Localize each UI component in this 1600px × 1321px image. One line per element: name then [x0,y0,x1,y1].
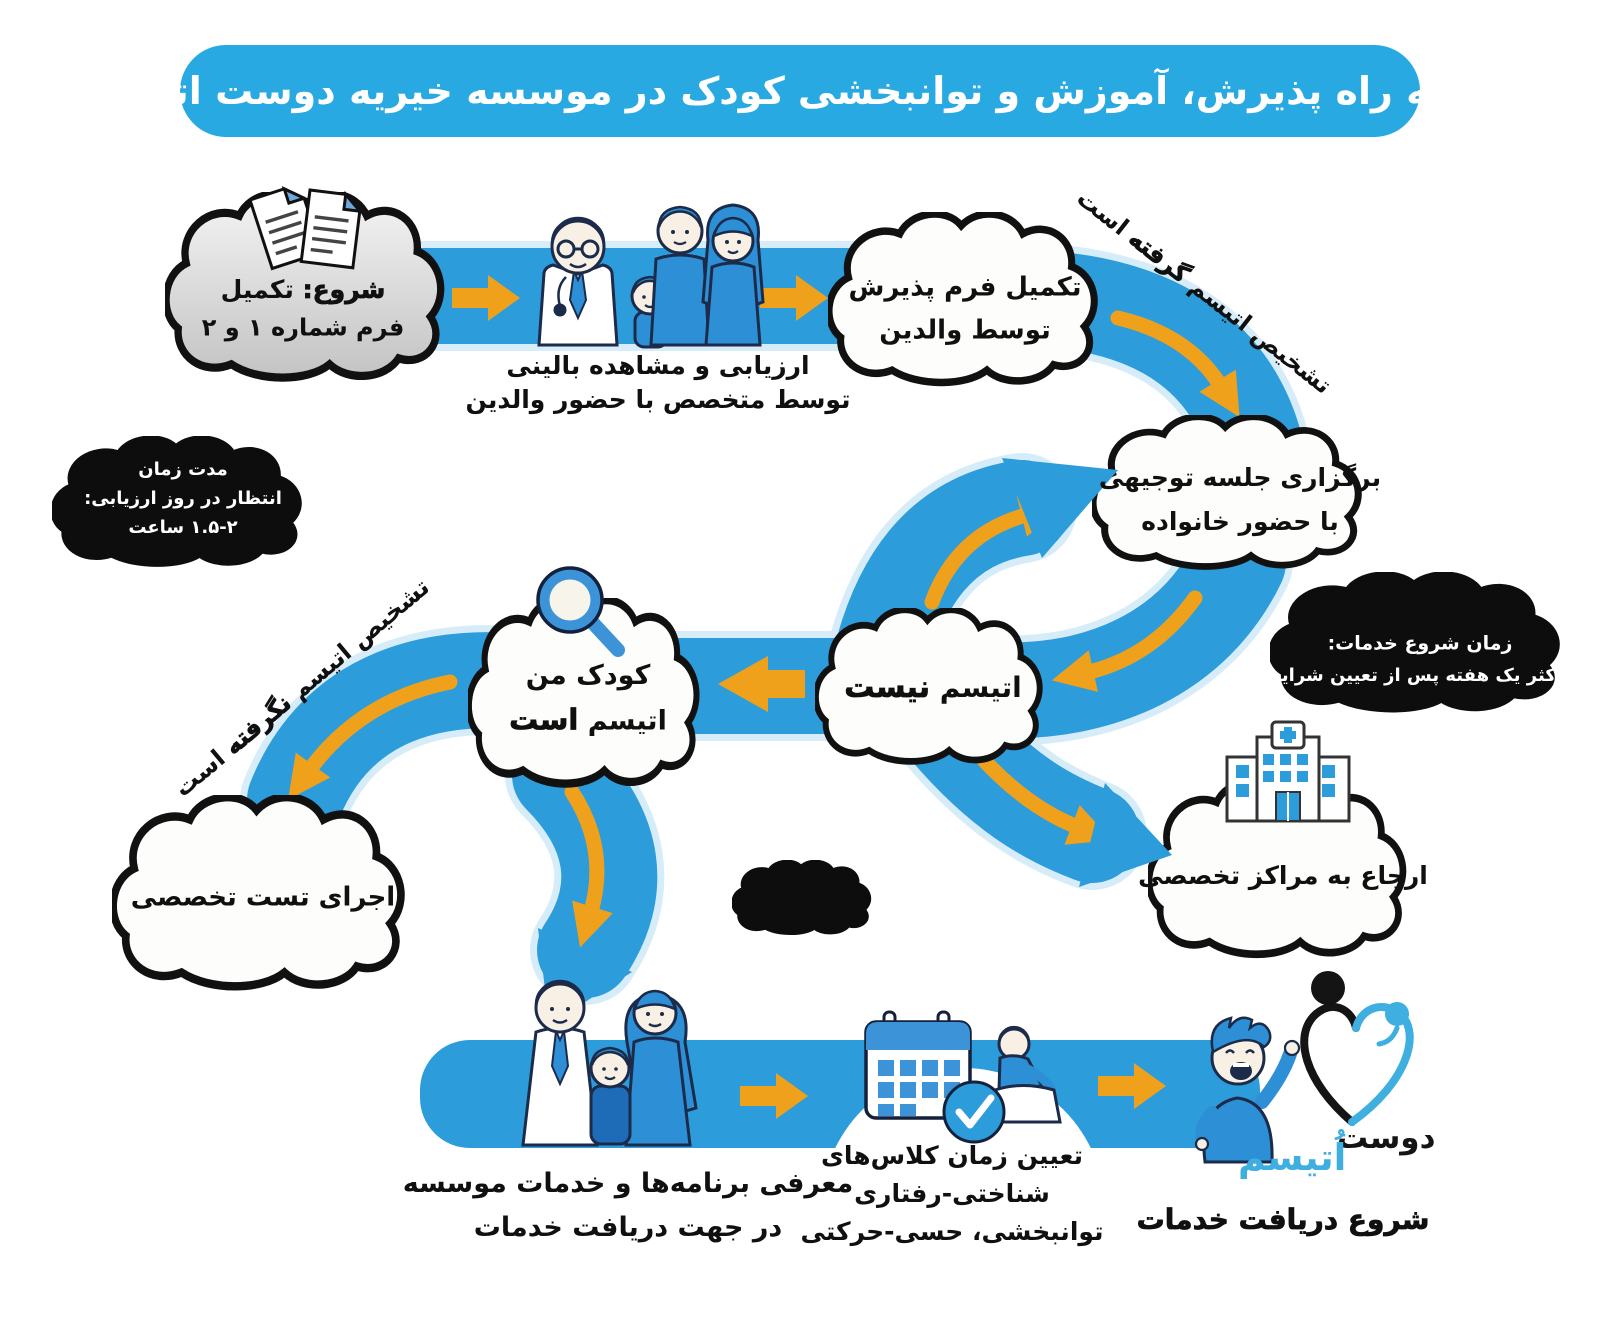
arrow-notautism-to-mychild [718,656,805,712]
road-arrowhead-to-referral [1079,783,1172,887]
not-autism-word: اتیسم [939,671,1022,704]
admission-form-line1: تکمیل فرم پذیرش [848,272,1082,303]
magnifier-icon [536,566,625,657]
intro-services-line2: در جهت دریافت خدمات [473,1211,783,1243]
bottom-band-arch [821,1068,1105,1321]
referral-label: ارجاع به مراکز تخصصی [1138,861,1428,890]
check-icon [942,1080,1006,1144]
brand-name-blue: اُتیسم [1238,1136,1347,1179]
start-services-label: شروع دریافت خدمات [1136,1203,1430,1237]
arrow-intro-to-schedule [740,1073,808,1119]
brand-heart-logo [1300,971,1414,1126]
waving-boy-illustration [1194,1016,1301,1164]
wait-time-line2: انتظار در روز ارزیابی: [84,488,282,510]
class-scheduling-line2: شناختی-رفتاری [854,1179,1050,1208]
clinical-eval-line1: ارزیابی و مشاهده بالینی [506,351,810,380]
my-child-bold: است [509,702,579,737]
arrow-mychild-to-orientation [924,495,1063,610]
documents-icon [248,186,364,271]
clinical-eval-line2: توسط متخصص با حضور والدین [465,385,851,414]
class-scheduling-line1: تعیین زمان کلاس‌های [820,1141,1084,1170]
road-arrowhead-to-orientation [1002,458,1118,558]
therapist-icon [993,1025,1062,1124]
doctor-family-illustration [537,203,765,349]
arrow-schedule-to-start [1098,1063,1166,1109]
my-child-line2: اتیسم است [509,702,667,737]
start-rest: تکمیل [220,275,303,304]
wait-time-line1: مدت زمان [138,459,228,481]
calendar-icon [864,1010,972,1120]
start-cloud-text-line1: شروع: تکمیل [221,275,386,305]
hospital-icon [1225,720,1351,823]
my-child-word: اتیسم [587,705,667,737]
arrow-mychild-to-test [288,674,458,800]
title-banner: نقشه راه پذیرش، آموزش و توانبخشی کودک در… [91,45,1509,137]
arrow-mychild-down [564,784,613,948]
arrow-start-to-eval [452,275,520,321]
intro-services-line1: معرفی برنامه‌ها و خدمات موسسه [402,1167,854,1199]
decorative-cloud-icon [732,860,872,936]
my-child-line1: کودک من [525,659,651,691]
bottom-family-illustration [521,979,698,1147]
start-cloud-text-line2: فرم شماره ۱ و ۲ [201,313,405,342]
specialized-test-label: اجرای تست تخصصی [130,882,396,913]
not-autism-text: اتیسم نیست [844,670,1022,706]
service-start-line2: حداکثر یک هفته پس از تعیین شرایط [1262,665,1586,687]
service-start-line1: زمان شروع خدمات: [1327,632,1513,655]
arrow-form-to-orientation [1110,310,1240,418]
not-autism-bold: نیست [844,670,931,706]
orientation-line2: با حضور خانواده [1141,507,1339,536]
arrow-orientation-to-notautism [1051,590,1203,692]
start-bold: شروع: [302,275,386,305]
orientation-line1: برگزاری جلسه توجیهی [1098,463,1382,492]
wait-time-line3: ۱.۵-۲ ساعت [128,517,238,539]
orange-arrows [452,275,1166,1119]
class-scheduling-line3: توانبخشی، حسی-حرکتی [800,1217,1104,1246]
page-title: نقشه راه پذیرش، آموزش و توانبخشی کودک در… [90,69,1510,113]
brand-name-black: دوست [1337,1120,1436,1156]
arrow-eval-to-form [760,275,828,321]
admission-form-line2: توسط والدین [879,315,1051,346]
